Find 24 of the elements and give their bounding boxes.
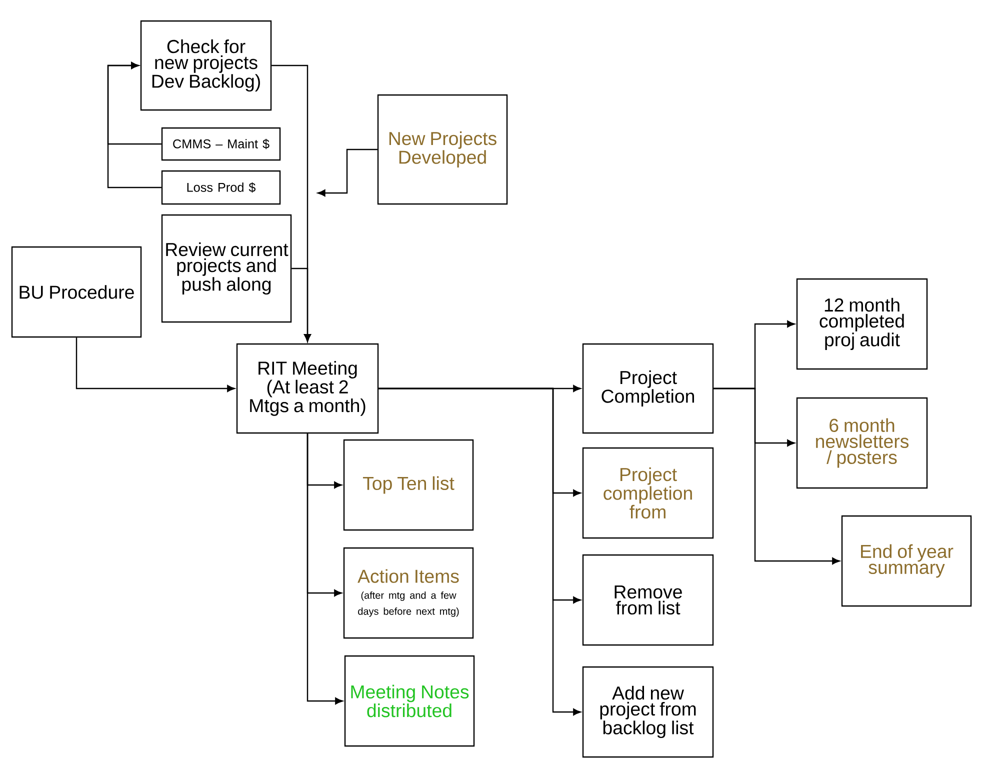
process-box: Project completion from — [582, 447, 714, 539]
process-box: Project Completion — [582, 343, 714, 434]
process-box: Loss Prod $ — [161, 170, 281, 205]
arrow — [714, 388, 840, 564]
process-box: Review current projects and push along — [161, 214, 292, 323]
process-box: CMMS – Maint $ — [161, 127, 281, 161]
process-box: Check for new projects Dev Backlog) — [140, 20, 272, 111]
arrow — [292, 268, 311, 342]
process-box: Meeting Notes distributed — [344, 655, 475, 747]
process-box: Top Ten list — [343, 439, 474, 531]
process-box: BU Procedure — [11, 246, 142, 338]
arrow — [378, 388, 581, 716]
process-box: Action Items (after mtg and a few days before next mtg) — [343, 547, 474, 639]
process-box: Add new project from backlog list — [582, 666, 714, 758]
arrow — [306, 434, 343, 704]
process-box: RIT Meeting (At least 2 Mtgs a month) — [236, 343, 379, 434]
process-box: Remove from list — [582, 554, 714, 646]
process-box: End of year summary — [841, 515, 972, 607]
arrow — [318, 148, 378, 196]
process-box: 12 month completed proj audit — [796, 278, 928, 370]
process-box: 6 month newsletters / posters — [796, 397, 928, 489]
arrow — [76, 338, 235, 392]
process-box: New Projects Developed — [377, 94, 508, 205]
arrow — [107, 62, 162, 188]
